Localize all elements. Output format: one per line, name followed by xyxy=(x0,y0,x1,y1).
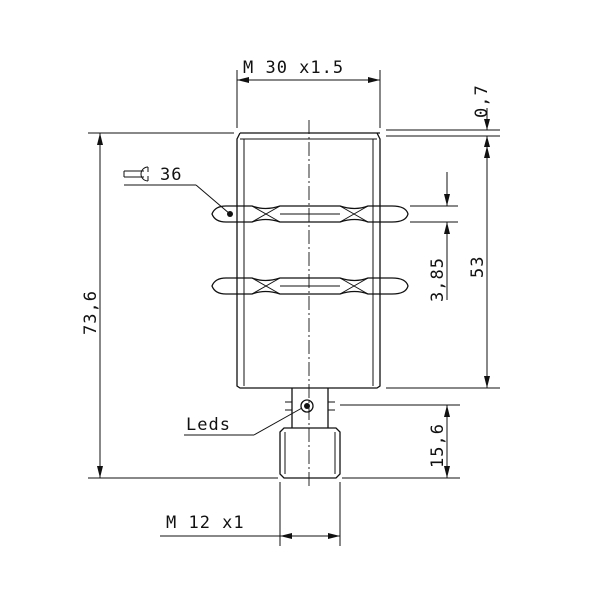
sensor-body xyxy=(236,132,381,389)
wrench-size-value: 36 xyxy=(160,165,182,185)
leds-label: Leds xyxy=(186,415,231,435)
dim-label-body-length: 53 xyxy=(468,256,488,278)
wrench-icon xyxy=(123,166,149,182)
dim-nut-thickness: 3,85 xyxy=(410,172,458,302)
led-indicator xyxy=(300,399,314,413)
dim-label-top-gap: 0,7 xyxy=(472,84,492,118)
dim-total-length: 73,6 xyxy=(81,132,278,479)
dim-body-length: 53 xyxy=(386,136,500,389)
dim-label-thread-main: M 30 x1.5 xyxy=(243,58,344,78)
dim-label-total-length: 73,6 xyxy=(81,290,101,335)
wrench-size-label: 36 xyxy=(123,165,231,215)
upper-nut xyxy=(211,205,409,223)
dim-thread-connector: M 12 x1 xyxy=(160,482,341,546)
dim-thread-main: M 30 x1.5 xyxy=(236,58,381,128)
dim-label-connector-length: 15,6 xyxy=(428,423,448,468)
dim-top-gap: 0,7 xyxy=(386,84,500,147)
lower-nut xyxy=(211,277,409,295)
dim-label-thread-connector: M 12 x1 xyxy=(166,513,245,533)
dim-connector-length: 15,6 xyxy=(340,404,460,479)
connector xyxy=(279,388,341,479)
dim-label-nut-thickness: 3,85 xyxy=(428,257,448,302)
leds-label-group: Leds xyxy=(184,407,303,436)
